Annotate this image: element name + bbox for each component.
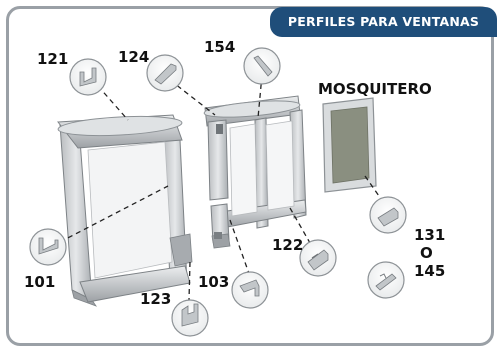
label-101: 101	[24, 273, 55, 291]
profile-103-icon	[231, 271, 269, 309]
profile-131-icon	[369, 196, 407, 234]
center-frame	[203, 95, 307, 249]
label-122: 122	[272, 236, 303, 254]
profile-124-icon	[146, 54, 184, 92]
label-154: 154	[204, 38, 235, 56]
label-124: 124	[118, 48, 149, 66]
profile-101-icon	[29, 228, 67, 266]
title-banner: PERFILES PARA VENTANAS	[270, 7, 497, 37]
profile-145-icon	[367, 261, 405, 299]
profile-154-icon	[243, 47, 281, 85]
profile-121-icon	[69, 58, 107, 96]
banner-title: PERFILES PARA VENTANAS	[287, 14, 480, 29]
label-131: 131	[414, 226, 445, 244]
mosquitero-label: MOSQUITERO	[318, 80, 432, 98]
label-123: 123	[140, 290, 171, 308]
label-145: 145	[414, 262, 445, 280]
profile-122-icon	[299, 239, 337, 277]
label-121: 121	[37, 50, 68, 68]
label-or: O	[420, 244, 433, 262]
profile-123-icon	[171, 299, 209, 337]
label-103: 103	[198, 273, 229, 291]
left-frame	[57, 114, 193, 307]
mosquitero-screen	[322, 97, 377, 193]
